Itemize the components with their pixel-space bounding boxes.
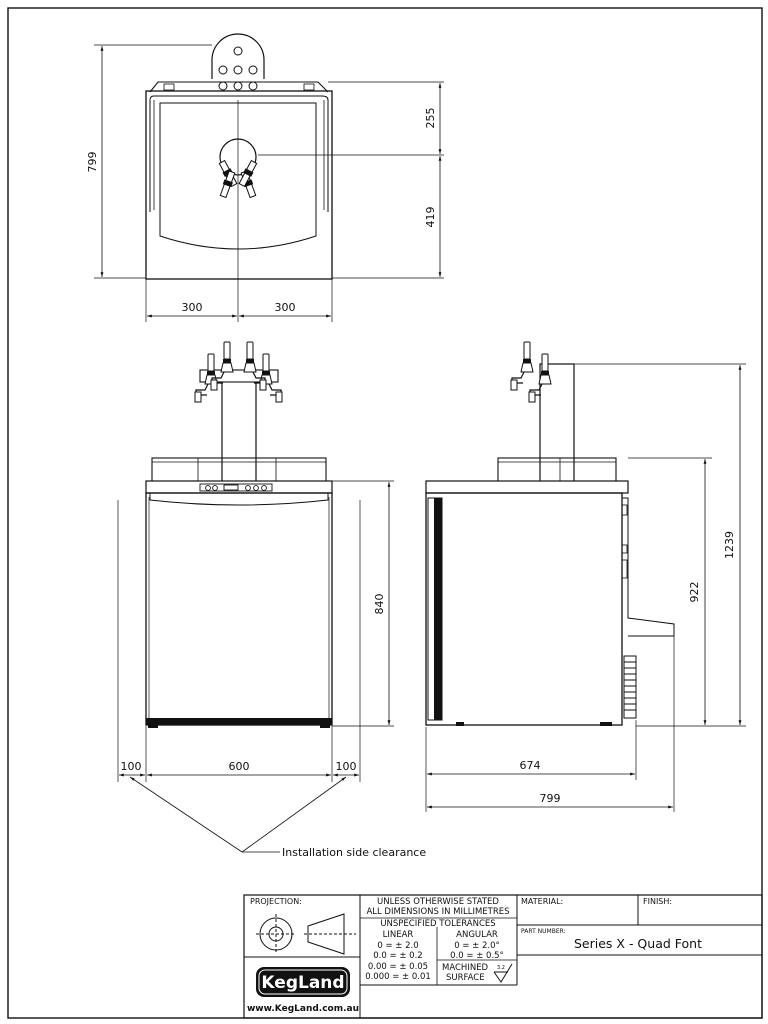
angular-label: ANGULAR bbox=[456, 930, 498, 940]
title-block bbox=[243, 894, 763, 1019]
machined-label: MACHINED bbox=[442, 963, 489, 973]
finish-label: FINISH: bbox=[643, 897, 672, 906]
dim-top-height: 922 bbox=[688, 582, 701, 603]
surface-label-text: SURFACE bbox=[446, 973, 485, 983]
linear-tol-3: 0.00 = ± 0.05 bbox=[368, 962, 428, 972]
logo-text: KegLand bbox=[261, 973, 344, 993]
clearance-note: Installation side clearance bbox=[282, 846, 426, 859]
top-view bbox=[94, 33, 444, 322]
dim-cabinet-depth: 674 bbox=[520, 759, 541, 772]
surface-finish-value: 3.2 bbox=[497, 965, 505, 971]
projection-label: PROJECTION: bbox=[250, 897, 302, 906]
side-view bbox=[425, 341, 746, 812]
kegland-logo: KegLand bbox=[256, 967, 350, 997]
linear-tol-1: 0 = ± 2.0 bbox=[377, 941, 418, 951]
dim-total-height: 1239 bbox=[723, 531, 736, 559]
dim-clearance-left: 100 bbox=[121, 760, 142, 773]
dim-front-offset: 419 bbox=[424, 207, 437, 228]
part-number-label: PART NUMBER: bbox=[521, 928, 566, 935]
linear-tol-2: 0.0 = ± 0.2 bbox=[373, 951, 422, 961]
unspecified-tolerances: UNSPECIFIED TOLERANCES bbox=[380, 919, 495, 929]
part-number: Series X - Quad Font bbox=[574, 936, 702, 951]
projection-symbol bbox=[256, 913, 356, 955]
material-label: MATERIAL: bbox=[521, 897, 563, 906]
all-dims-note: ALL DIMENSIONS IN MILLIMETRES bbox=[366, 907, 509, 917]
dim-font-offset: 255 bbox=[424, 108, 437, 129]
angular-tol-1: 0 = ± 2.0° bbox=[454, 941, 500, 951]
unless-stated: UNLESS OTHERWISE STATED bbox=[377, 897, 499, 907]
dim-half-left: 300 bbox=[182, 301, 203, 314]
linear-tol-4: 0.000 = ± 0.01 bbox=[365, 972, 431, 982]
dim-front-width: 600 bbox=[229, 760, 250, 773]
front-view bbox=[117, 341, 394, 853]
angular-tol-2: 0.0 = ± 0.5° bbox=[450, 951, 504, 961]
dim-top-depth: 799 bbox=[86, 152, 99, 173]
dim-cabinet-height: 840 bbox=[373, 594, 386, 615]
logo-website: www.KegLand.com.au bbox=[247, 1004, 359, 1014]
dim-half-right: 300 bbox=[275, 301, 296, 314]
dim-total-depth: 799 bbox=[540, 792, 561, 805]
dim-clearance-right: 100 bbox=[336, 760, 357, 773]
surface-finish-symbol bbox=[493, 963, 513, 983]
linear-label: LINEAR bbox=[383, 930, 414, 940]
sheet-border bbox=[7, 7, 763, 1019]
